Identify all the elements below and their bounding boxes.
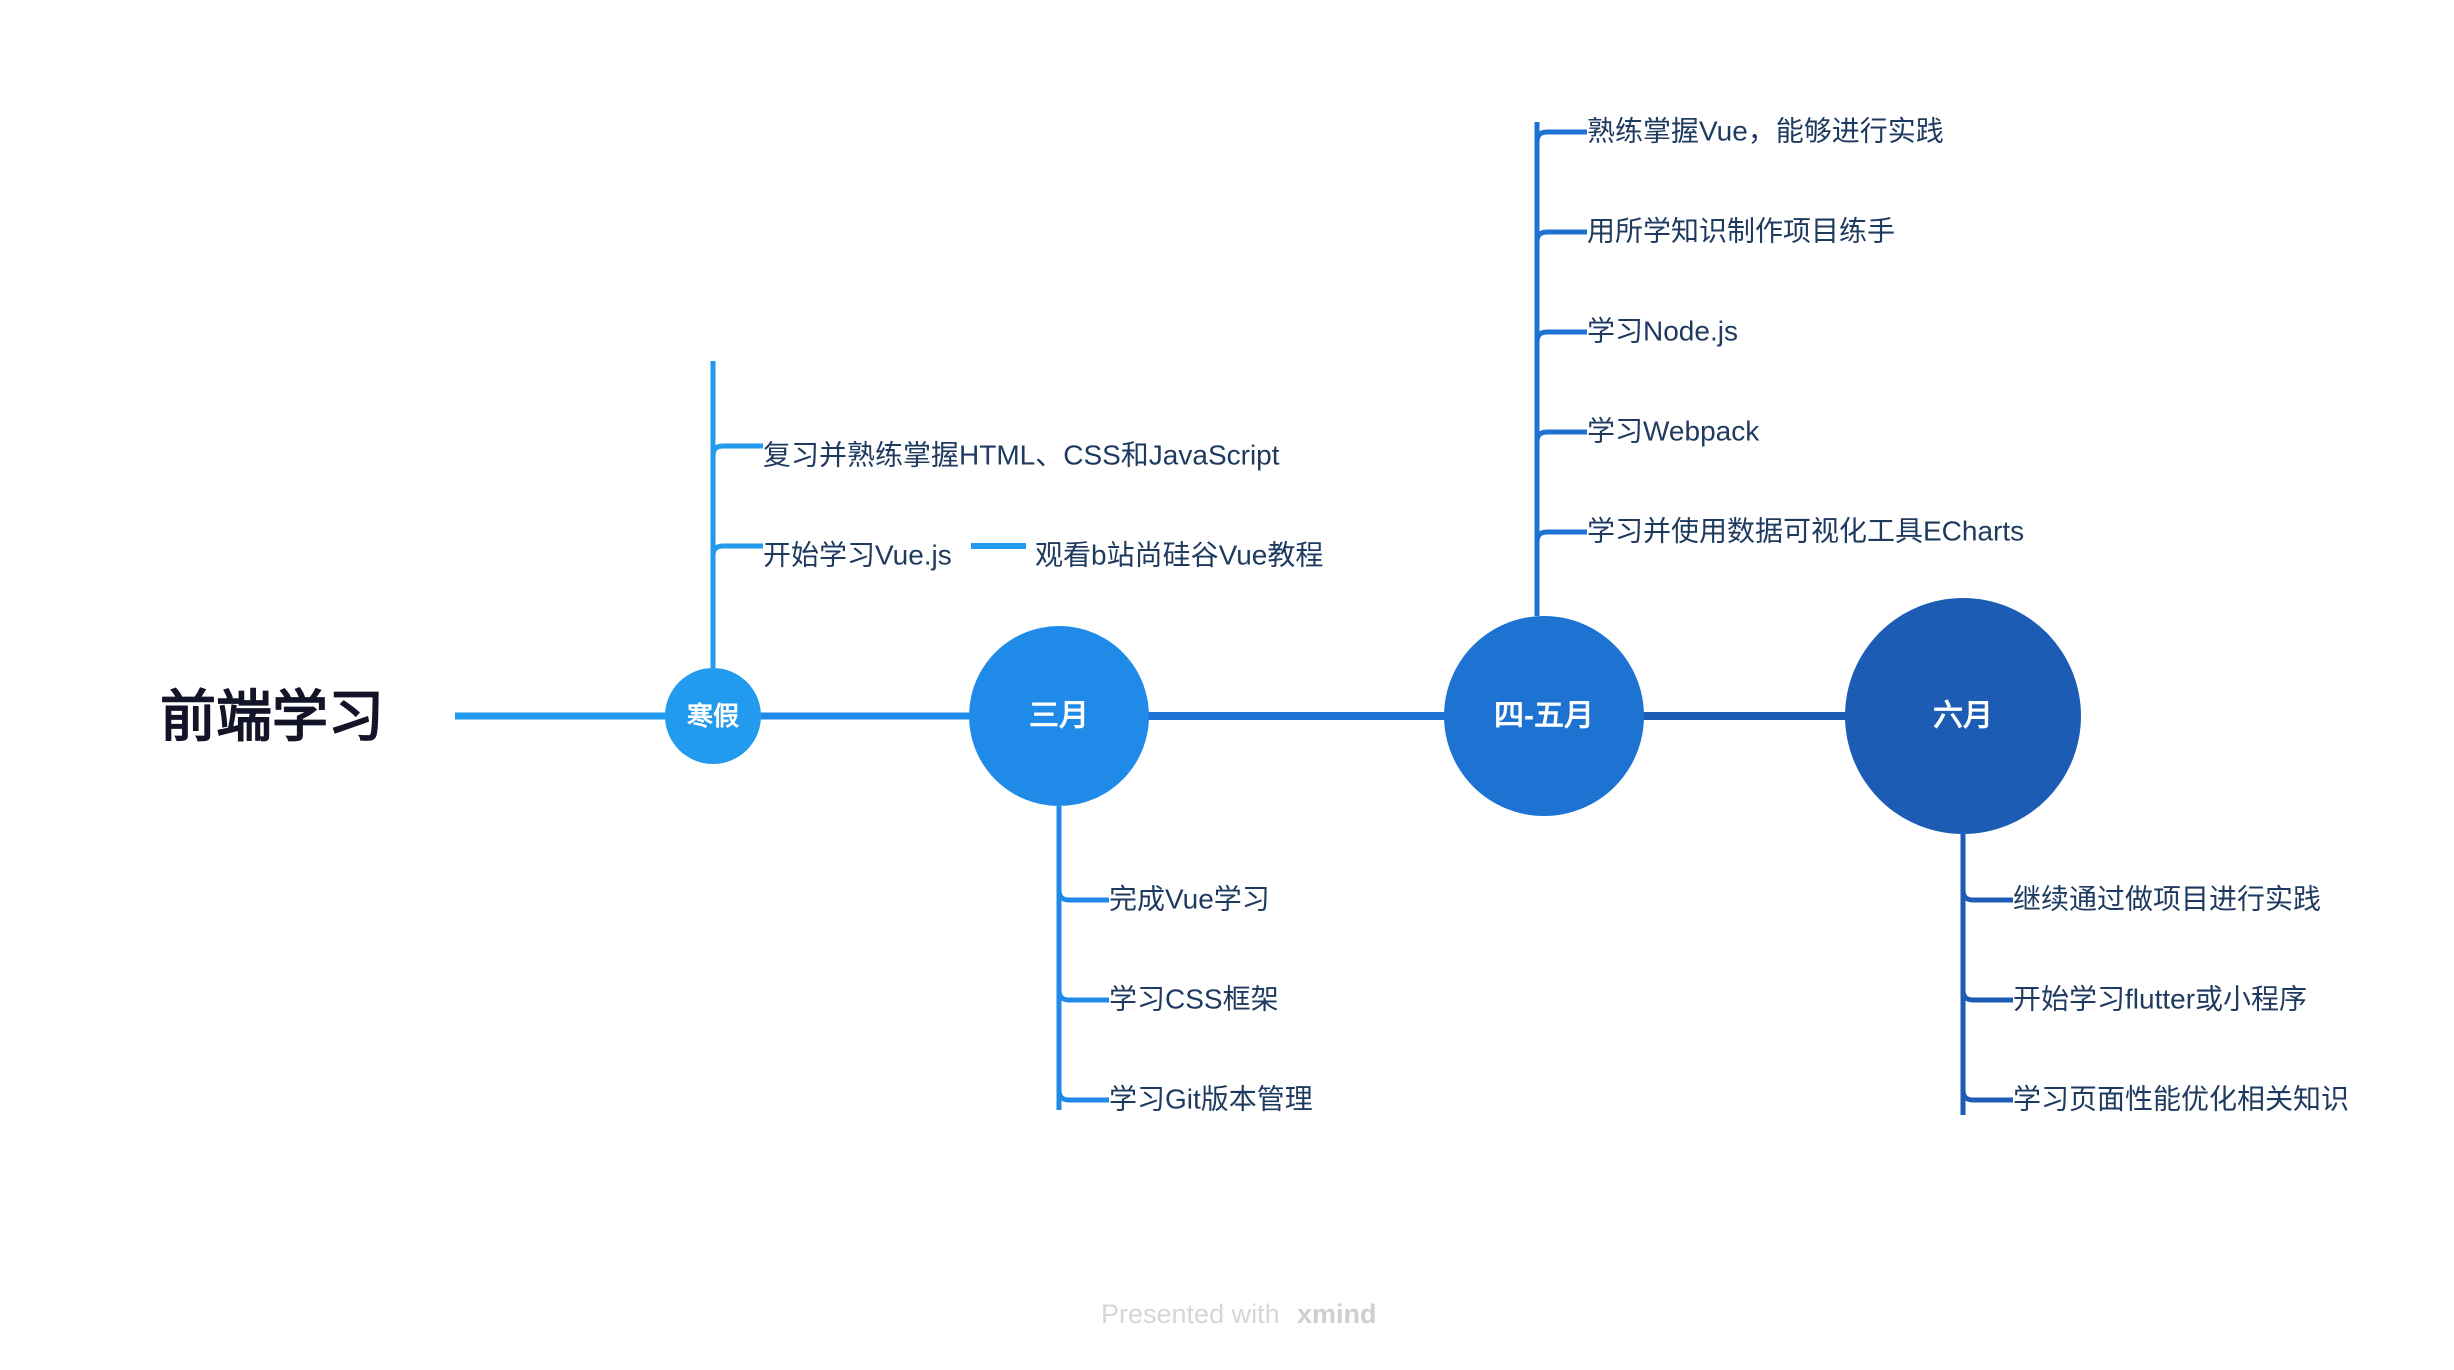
- leaf-label-aprmay-4[interactable]: 学习并使用数据可视化工具ECharts: [1587, 515, 2024, 546]
- leaf-label-winter-1[interactable]: 开始学习Vue.js: [763, 539, 952, 570]
- branch-group-winter: [710, 361, 1026, 668]
- node-circle-winter[interactable]: [665, 668, 761, 764]
- branch-stub-aprmay-0: [1534, 129, 1587, 143]
- branch-stub-aprmay-1: [1534, 229, 1587, 243]
- branch-stub-june-2: [1960, 1089, 2013, 1103]
- watermark: Presented with xmind: [1101, 1299, 1377, 1329]
- node-label-aprmay: 四-五月: [1494, 700, 1594, 733]
- root-title: 前端学习: [160, 685, 384, 748]
- branch-stub-winter-0: [710, 371, 763, 457]
- node-winter[interactable]: 寒假: [665, 668, 761, 764]
- node-circle-march[interactable]: [969, 626, 1149, 806]
- branch-stub-june-1: [1960, 989, 2013, 1003]
- leaf-label-winter-1-child-0[interactable]: 观看b站尚硅谷Vue教程: [1035, 539, 1323, 570]
- branch-stub-aprmay-3: [1534, 429, 1587, 443]
- node-circle-aprmay[interactable]: [1444, 616, 1644, 816]
- branch-group-june: [1960, 834, 2013, 1115]
- leaf-label-march-1[interactable]: 学习CSS框架: [1109, 983, 1279, 1014]
- leaf-label-june-0[interactable]: 继续通过做项目进行实践: [2013, 883, 2321, 914]
- node-label-march: 三月: [1029, 700, 1089, 733]
- leaf-label-june-1[interactable]: 开始学习flutter或小程序: [2013, 983, 2307, 1014]
- branch-stub-aprmay-4: [1534, 529, 1587, 543]
- leaf-label-march-2[interactable]: 学习Git版本管理: [1109, 1083, 1313, 1114]
- branch-stub-march-0: [1056, 889, 1109, 903]
- leaf-label-winter-0[interactable]: 复习并熟练掌握HTML、CSS和JavaScript: [763, 439, 1280, 470]
- node-circle-june[interactable]: [1845, 598, 2081, 834]
- branch-group-march: [1056, 806, 1109, 1110]
- leaf-label-aprmay-3[interactable]: 学习Webpack: [1587, 415, 1760, 446]
- leaf-label-june-2[interactable]: 学习页面性能优化相关知识: [2013, 1083, 2349, 1114]
- watermark-prefix: Presented with: [1101, 1299, 1280, 1329]
- branch-stub-march-2: [1056, 1089, 1109, 1103]
- branch-stub-aprmay-2: [1534, 329, 1587, 343]
- node-label-winter: 寒假: [687, 701, 739, 731]
- node-aprmay[interactable]: 四-五月: [1444, 616, 1644, 816]
- branch-stub-march-1: [1056, 989, 1109, 1003]
- leaf-label-aprmay-2[interactable]: 学习Node.js: [1587, 315, 1738, 346]
- branch-stub-winter-1: [710, 543, 763, 557]
- watermark-brand: xmind: [1297, 1299, 1377, 1329]
- node-june[interactable]: 六月: [1845, 598, 2081, 834]
- node-label-june: 六月: [1933, 700, 1993, 733]
- leaf-label-aprmay-0[interactable]: 熟练掌握Vue，能够进行实践: [1587, 115, 1944, 146]
- branch-stub-june-0: [1960, 889, 2013, 903]
- node-march[interactable]: 三月: [969, 626, 1149, 806]
- leaf-label-march-0[interactable]: 完成Vue学习: [1109, 883, 1270, 914]
- leaf-label-aprmay-1[interactable]: 用所学知识制作项目练手: [1587, 215, 1895, 246]
- branch-group-aprmay: [1534, 122, 1587, 616]
